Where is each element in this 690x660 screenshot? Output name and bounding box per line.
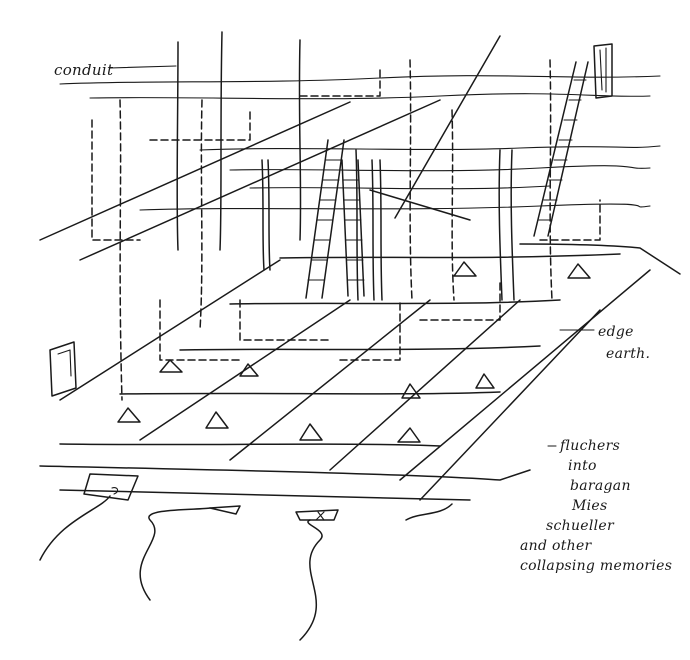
annotation-note: fluchers into baragan Mies schueller and…: [520, 436, 672, 576]
note-line: collapsing memories: [520, 558, 673, 574]
diagonal-lines: [39, 35, 501, 261]
note-line: baragan: [570, 478, 631, 494]
note-line: and other: [520, 538, 592, 554]
note-line: fluchers: [560, 438, 621, 454]
vertical-risers: [119, 31, 553, 401]
vent-box: [593, 43, 613, 99]
earth-label: earth.: [606, 346, 651, 362]
wall-panel: [49, 341, 77, 397]
foreground-markers: [83, 473, 339, 521]
ladder-center: [341, 159, 365, 297]
triangle-markers: [117, 261, 591, 443]
conduit-label: conduit: [54, 61, 114, 79]
note-line: into: [568, 458, 597, 474]
note-line: Mies: [572, 498, 608, 514]
note-line: schueller: [546, 518, 614, 534]
edge-label: edge: [598, 324, 634, 340]
ladder-right: [533, 61, 589, 237]
ladder-left: [305, 139, 345, 299]
dashed-outlines: [91, 69, 601, 361]
floor-grid: [39, 243, 681, 501]
leader-lines: [109, 65, 595, 447]
ground-squiggles: [39, 495, 453, 641]
